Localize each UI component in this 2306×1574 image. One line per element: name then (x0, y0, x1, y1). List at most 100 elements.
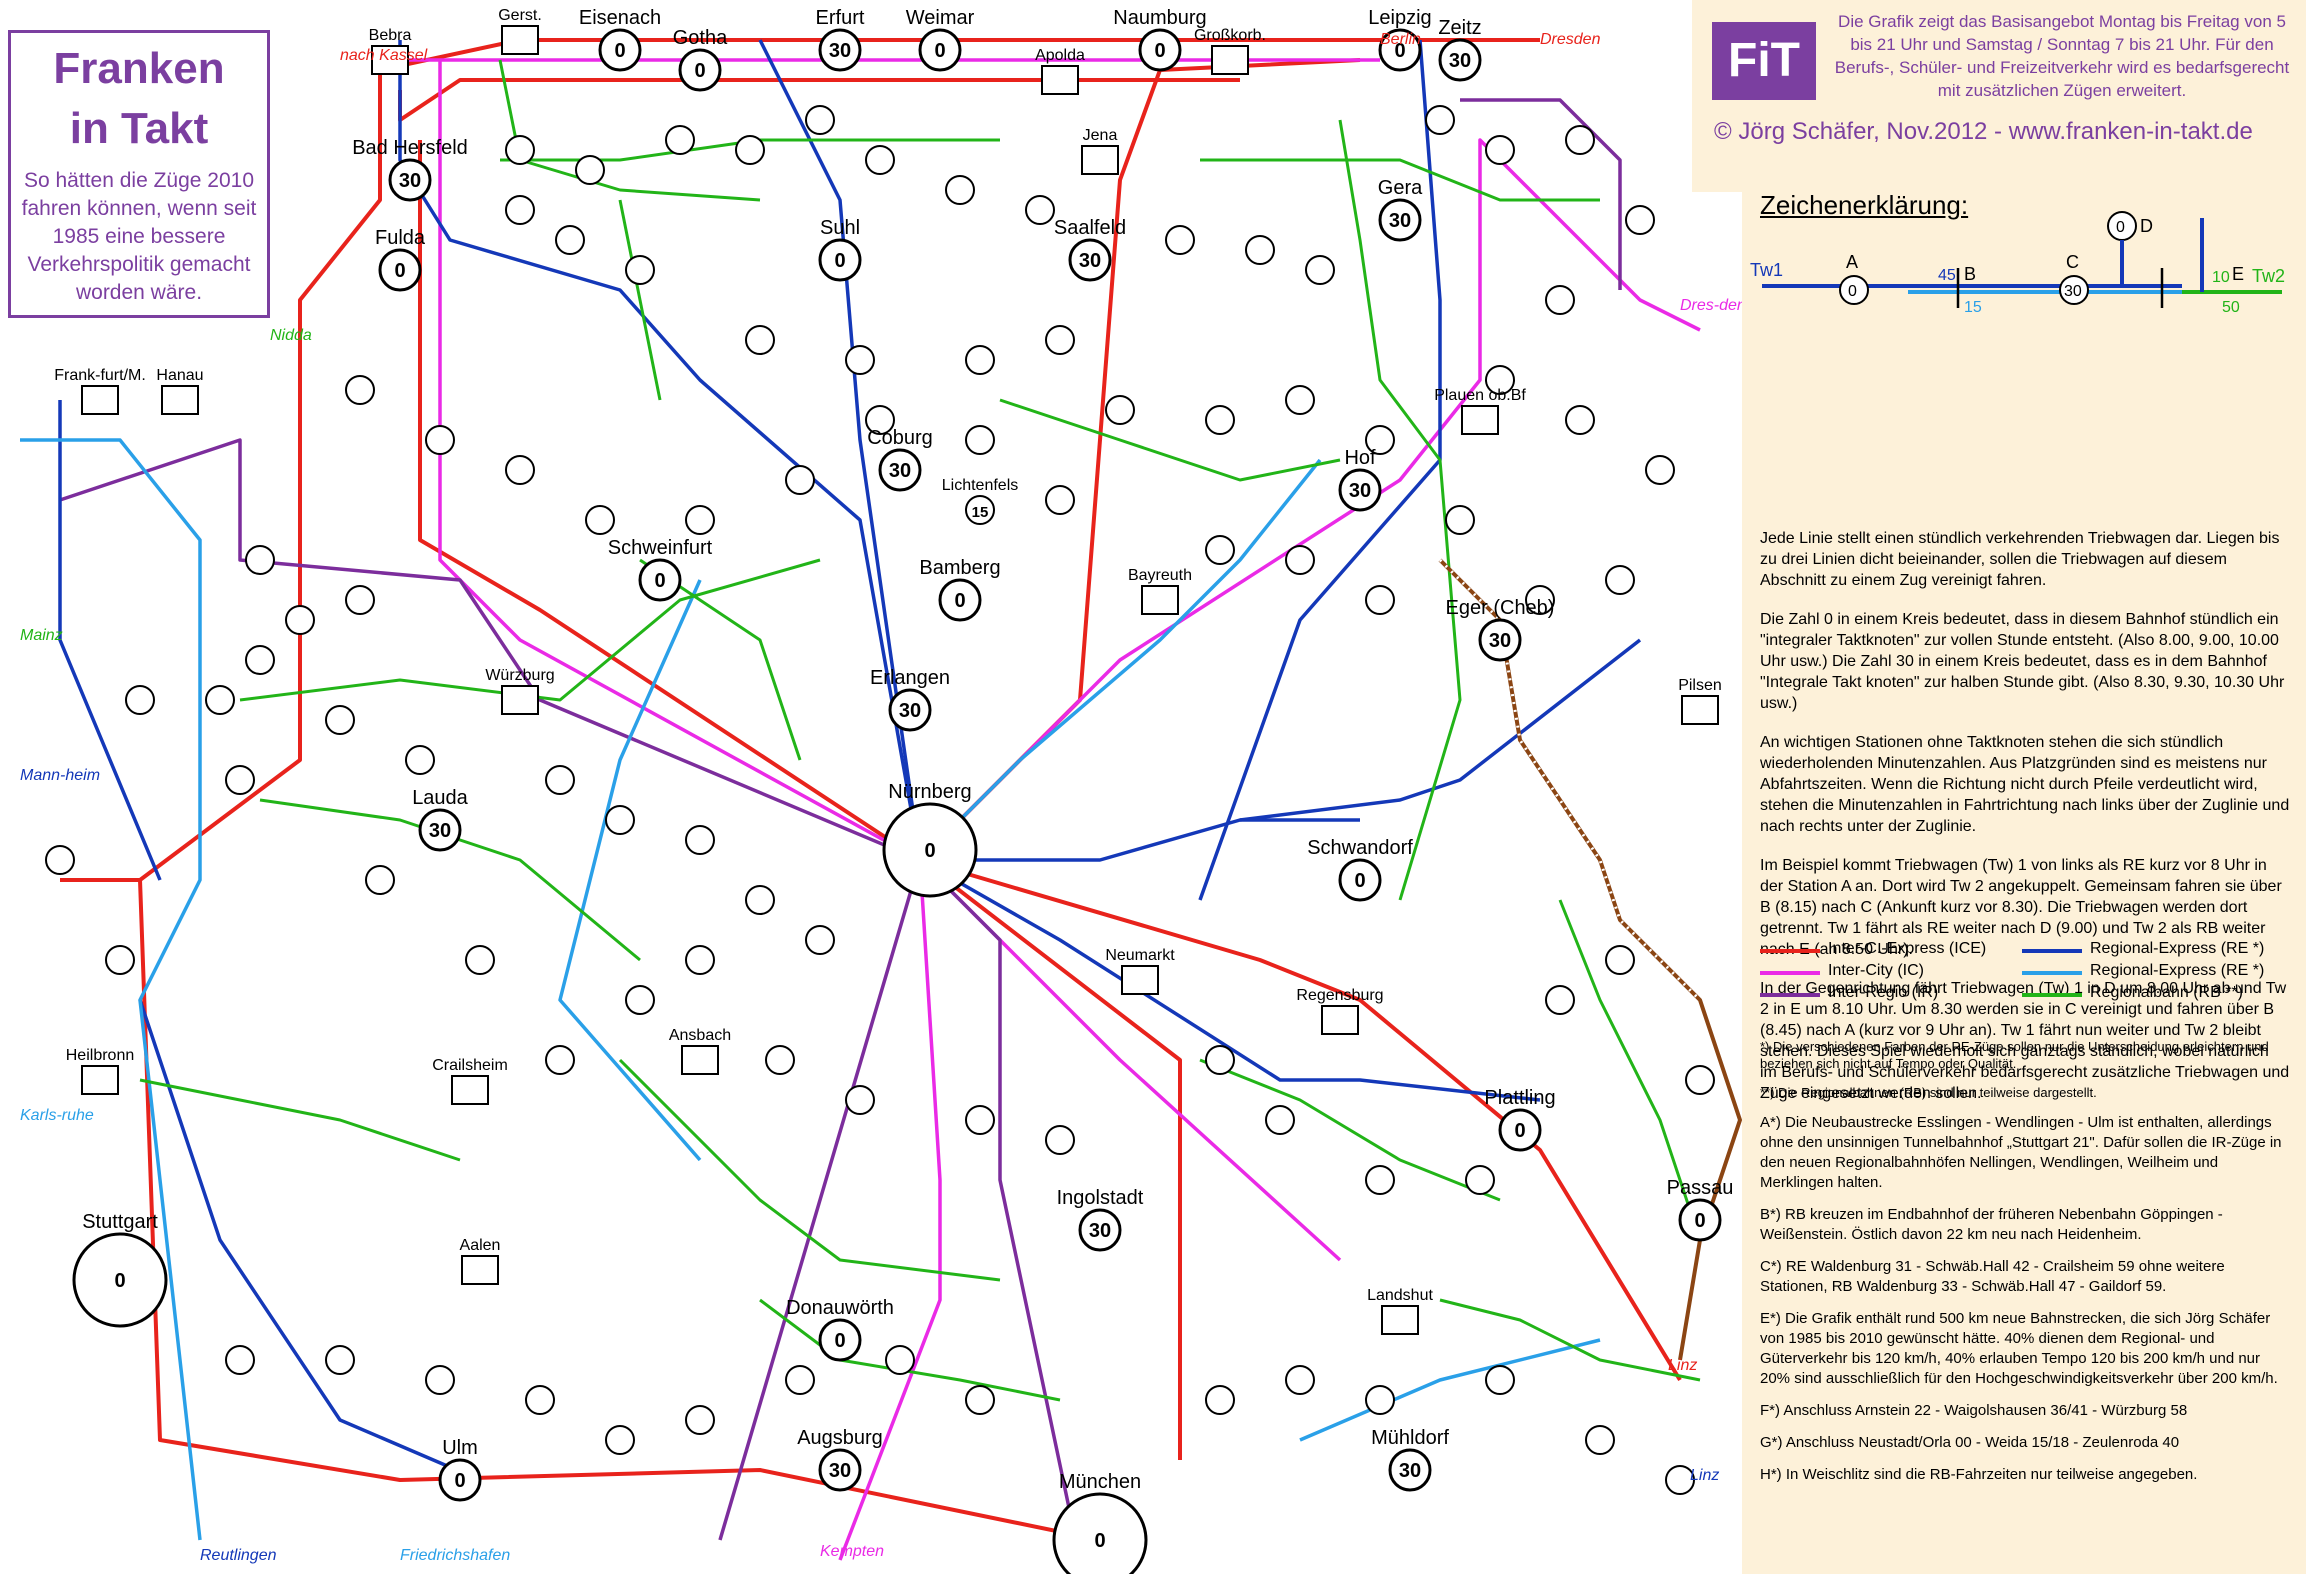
station-node-time: 0 (1694, 1210, 1705, 1232)
legend-note: A*) Die Neubaustrecke Esslingen - Wendli… (1760, 1113, 2290, 1193)
minor-station-node (746, 886, 774, 914)
legend-note: *) Die verschiedenen Farben der RE-Züge … (1760, 1038, 2290, 1072)
minor-station-node (506, 136, 534, 164)
station-label: Leipzig (1368, 7, 1431, 29)
rb-line-13 (1440, 1300, 1700, 1380)
title-line-2: in Takt (11, 105, 267, 153)
station-label: Weimar (906, 7, 975, 29)
info-panel: FiT Die Grafik zeigt das Basisangebot Mo… (1692, 0, 2306, 192)
station-node-time: 0 (114, 1270, 125, 1292)
minor-station-node (546, 1046, 574, 1074)
station-node-time: 30 (889, 460, 911, 482)
station-label: Mühldorf (1371, 1427, 1449, 1449)
station-node-time: 0 (954, 590, 965, 612)
minor-station-node (1206, 536, 1234, 564)
station-label: Gera (1378, 177, 1423, 199)
minor-station-node (106, 946, 134, 974)
legend-note: C*) RE Waldenburg 31 - Schwäb.Hall 42 - … (1760, 1257, 2290, 1297)
station-label: Coburg (867, 427, 933, 449)
minor-station-node (1106, 396, 1134, 424)
station-node-time: 0 (834, 1330, 845, 1352)
minor-station-node (626, 986, 654, 1014)
minor-station-node (226, 1346, 254, 1374)
minor-station-node (886, 1346, 914, 1374)
minor-station-node (1566, 406, 1594, 434)
station-label: München (1059, 1471, 1141, 1493)
station-node-time: 0 (614, 40, 625, 62)
rail-lines-layer (20, 40, 1740, 1560)
station-label: Erfurt (816, 7, 865, 29)
legend-panel: Zeichenerklärung: Tw1 Tw2 A B C D E 0 30… (1742, 188, 2306, 1574)
minor-station-node (1546, 286, 1574, 314)
minor-station-node (786, 1366, 814, 1394)
minor-station-node (1486, 1366, 1514, 1394)
station-label: Jena (1083, 127, 1118, 144)
minor-station-node (1206, 406, 1234, 434)
minor-station-node (1166, 226, 1194, 254)
station-box (502, 686, 538, 714)
minor-station-node (1046, 326, 1074, 354)
legend-note: F*) Anschluss Arnstein 22 - Waigolshause… (1760, 1401, 2290, 1421)
minor-station-node (1286, 1366, 1314, 1394)
minor-station-node (686, 826, 714, 854)
station-label: Plauen ob.Bf (1434, 387, 1526, 404)
minor-station-node (1486, 136, 1514, 164)
station-label: Lauda (412, 787, 468, 809)
minor-station-node (286, 606, 314, 634)
station-label: Nürnberg (888, 781, 971, 803)
station-label: Bad Hersfeld (352, 137, 468, 159)
minor-station-node (1566, 126, 1594, 154)
station-label: Bamberg (919, 557, 1000, 579)
minor-station-node (1206, 1046, 1234, 1074)
station-label: Neumarkt (1105, 947, 1175, 964)
minor-station-node (556, 226, 584, 254)
legend-10: 10 (2212, 269, 2230, 286)
minor-station-node (606, 1426, 634, 1454)
minor-station-node (1446, 506, 1474, 534)
station-label: Frank-furt/M. (54, 367, 146, 384)
station-node-time: 30 (899, 700, 921, 722)
minor-station-node (1366, 586, 1394, 614)
minor-station-node (1646, 456, 1674, 484)
minor-station-node (586, 506, 614, 534)
minor-station-node (126, 686, 154, 714)
ice-line-passau (920, 860, 1680, 1380)
minor-station-node (806, 926, 834, 954)
line-label: Inter-City (IC) (1828, 962, 1924, 980)
minor-station-node (246, 646, 274, 674)
station-label: Gerst. (498, 7, 542, 24)
minor-station-node (806, 106, 834, 134)
minor-station-node (466, 946, 494, 974)
station-box (502, 26, 538, 54)
station-node-time: 30 (1449, 50, 1471, 72)
minor-station-node (1206, 1386, 1234, 1414)
direction-label: Kempten (820, 1543, 884, 1560)
station-box (82, 1066, 118, 1094)
copyright-link[interactable]: © Jörg Schäfer, Nov.2012 - www.franken-i… (1714, 118, 2253, 146)
station-box (1322, 1006, 1358, 1034)
station-label: Schweinfurt (608, 537, 713, 559)
station-label: Regensburg (1296, 987, 1383, 1004)
station-box (1042, 66, 1078, 94)
station-box (452, 1076, 488, 1104)
re-line-stuttgart (140, 1000, 480, 1480)
legend-note: B*) RB kreuzen im Endbahnhof der frühere… (1760, 1205, 2290, 1245)
direction-label: Reutlingen (200, 1547, 277, 1564)
minor-station-node (766, 1046, 794, 1074)
legend-d: D (2140, 216, 2153, 236)
station-node-time: 30 (1399, 1460, 1421, 1482)
direction-label: Mainz (20, 627, 63, 644)
minor-station-node (966, 426, 994, 454)
minor-station-node (1366, 1386, 1394, 1414)
title-subtitle: So hätten die Züge 2010 fahren können, w… (21, 167, 257, 307)
legend-c-node: 30 (2064, 283, 2082, 300)
station-label: Erlangen (870, 667, 950, 689)
minor-station-node (1046, 1126, 1074, 1154)
minor-station-node (1586, 1426, 1614, 1454)
station-node-time: 0 (834, 250, 845, 272)
station-node-time: 30 (1079, 250, 1101, 272)
legend-example-diagram: Tw1 Tw2 A B C D E 0 30 0 45 15 10 50 (1742, 188, 2306, 518)
station-label: Eger (Cheb) (1446, 597, 1555, 619)
legend-paragraph: Die Zahl 0 in einem Kreis bedeutet, dass… (1760, 609, 2290, 714)
legend-50: 50 (2222, 299, 2240, 316)
